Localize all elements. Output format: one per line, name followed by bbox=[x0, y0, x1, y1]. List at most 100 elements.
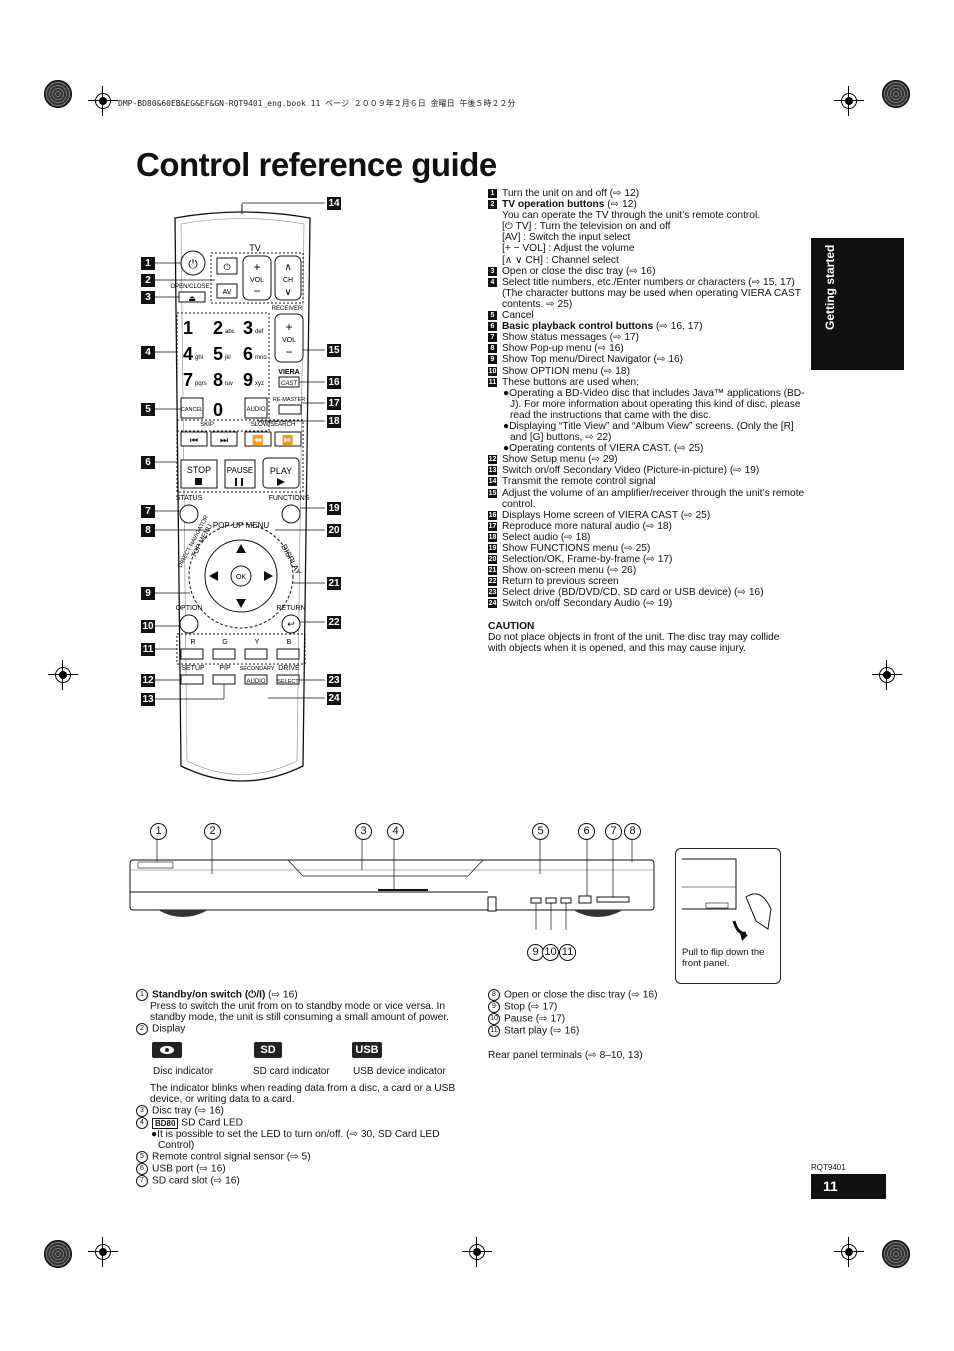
svg-text:1: 1 bbox=[183, 318, 193, 338]
callout-11: 11 bbox=[141, 643, 155, 656]
svg-text:∨: ∨ bbox=[284, 287, 291, 298]
svg-text:⏭: ⏭ bbox=[220, 436, 228, 446]
svg-text:R: R bbox=[190, 639, 195, 646]
flip-panel-inset: Pull to flip down the front panel. bbox=[675, 848, 781, 984]
callout-9: 9 bbox=[141, 587, 155, 600]
pause-button bbox=[224, 459, 256, 489]
front-panel-list-left-2: The indicator blinks when reading data f… bbox=[136, 1083, 466, 1188]
svg-text:AUDIO: AUDIO bbox=[246, 407, 265, 413]
pip-button bbox=[212, 674, 236, 685]
drive-select-button bbox=[276, 674, 300, 685]
item-number-badge: 5 bbox=[488, 311, 497, 321]
blue-button bbox=[276, 648, 300, 660]
svg-text:CH: CH bbox=[283, 277, 293, 284]
svg-text:G: G bbox=[222, 639, 227, 646]
tv-av-button bbox=[216, 283, 238, 299]
svg-text:DRIVE: DRIVE bbox=[278, 665, 300, 672]
svg-text:def: def bbox=[255, 329, 264, 335]
svg-text:SKIP: SKIP bbox=[200, 422, 214, 428]
list-item: ●Displaying “Title View” and “Album View… bbox=[503, 420, 794, 444]
setup-button bbox=[180, 674, 204, 685]
callout-21: 21 bbox=[327, 577, 341, 590]
callout-4: 4 bbox=[141, 346, 155, 359]
svg-text:−: − bbox=[285, 345, 292, 359]
list-item: [+ − VOL] : Adjust the volume bbox=[502, 243, 635, 255]
svg-text:PAUSE: PAUSE bbox=[227, 466, 254, 475]
disc-indicator-label: Disc indicator bbox=[153, 1066, 214, 1077]
svg-text:SETUP: SETUP bbox=[181, 665, 205, 672]
callout-22: 22 bbox=[327, 616, 341, 629]
sd-indicator-icon: SD bbox=[254, 1042, 282, 1058]
receiver-volume-button bbox=[274, 313, 304, 363]
callout-leader-lines bbox=[155, 202, 325, 700]
svg-text:pqrs: pqrs bbox=[195, 381, 207, 387]
skip-forward-button bbox=[210, 431, 238, 447]
svg-text:⏻: ⏻ bbox=[223, 262, 230, 273]
svg-text:AV: AV bbox=[223, 289, 232, 296]
list-item: [∧ ∨ CH] : Channel select bbox=[502, 254, 619, 266]
svg-text:2: 2 bbox=[213, 318, 223, 338]
registration-mark bbox=[88, 1237, 118, 1267]
device-number-8: 8 bbox=[624, 823, 641, 840]
file-header: DMP-BD80&60EB&EG&EF&GN-RQT9401_eng.book … bbox=[118, 99, 516, 108]
callout-14: 14 bbox=[327, 197, 341, 210]
svg-text:FUNCTIONS: FUNCTIONS bbox=[269, 495, 310, 502]
svg-text:tuv: tuv bbox=[225, 381, 233, 387]
sd-indicator-label: SD card indicator bbox=[253, 1066, 330, 1077]
section-tab: Getting started bbox=[811, 238, 904, 370]
red-button bbox=[180, 648, 204, 660]
item-number-badge: 2 bbox=[488, 200, 497, 210]
device-number-10: 10 bbox=[542, 944, 559, 961]
item-number-badge: 4 bbox=[488, 277, 497, 287]
item-number-badge: 23 bbox=[488, 588, 497, 598]
re-master-button bbox=[278, 404, 302, 415]
yellow-button bbox=[244, 648, 268, 660]
tv-channel-button bbox=[274, 255, 302, 301]
svg-text:CAST: CAST bbox=[281, 381, 298, 387]
item-number-badge: 16 bbox=[488, 510, 497, 520]
item-number-badge: 18 bbox=[488, 532, 497, 542]
svg-text:VOL: VOL bbox=[250, 277, 264, 284]
fast-forward-button bbox=[274, 431, 302, 447]
cancel-button bbox=[180, 397, 204, 419]
svg-text:RECEIVER: RECEIVER bbox=[272, 306, 303, 312]
callout-15: 15 bbox=[327, 344, 341, 357]
svg-text:∧: ∧ bbox=[284, 262, 291, 273]
svg-text:⏮: ⏮ bbox=[190, 436, 198, 446]
svg-text:mno: mno bbox=[255, 355, 267, 361]
item-number-badge: 22 bbox=[488, 577, 497, 587]
list-item: ●Operating a BD-Video disc that includes… bbox=[503, 387, 805, 421]
print-target bbox=[882, 1240, 910, 1268]
functions-button bbox=[281, 504, 301, 524]
svg-text:RETURN: RETURN bbox=[276, 605, 305, 612]
svg-text:3: 3 bbox=[243, 318, 253, 338]
device-number-5: 5 bbox=[532, 823, 549, 840]
registration-mark bbox=[834, 1237, 864, 1267]
svg-text:ghi: ghi bbox=[195, 355, 203, 361]
svg-text:SECONDARY: SECONDARY bbox=[240, 666, 275, 672]
svg-text:+: + bbox=[285, 320, 292, 334]
registration-mark bbox=[462, 1237, 492, 1267]
svg-text:B: B bbox=[287, 639, 292, 646]
callout-23: 23 bbox=[327, 674, 341, 687]
svg-text:OPEN/CLOSE: OPEN/CLOSE bbox=[170, 284, 209, 290]
option-button bbox=[179, 614, 199, 634]
svg-text:6: 6 bbox=[243, 344, 253, 364]
list-item: ●Operating contents of VIERA CAST. (⇨ 25… bbox=[503, 443, 704, 455]
svg-text:VOL: VOL bbox=[282, 337, 296, 344]
viera-logo: VIERA bbox=[278, 369, 299, 376]
item-number-badge: 8 bbox=[488, 344, 497, 354]
svg-text:↩: ↩ bbox=[287, 620, 295, 630]
item-number-badge: 12 bbox=[488, 455, 497, 465]
callout-24: 24 bbox=[327, 692, 341, 705]
